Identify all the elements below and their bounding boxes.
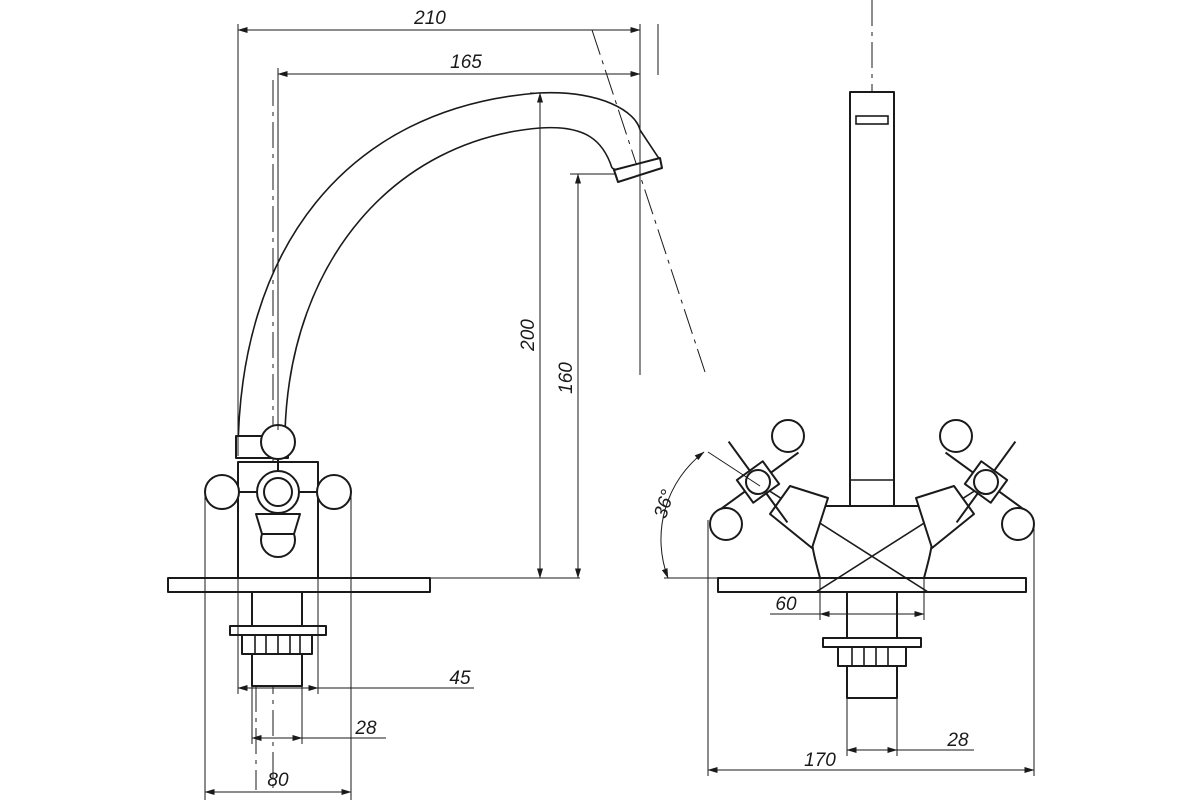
side-cross-handle	[204, 424, 352, 558]
spout-outer-profile	[237, 91, 641, 457]
front-nut	[837, 646, 907, 667]
dim-shank-side: 28	[354, 718, 377, 739]
spout-inner-profile	[284, 126, 613, 433]
front-view: 36° 60 28 170	[650, 0, 1035, 776]
front-deck-plate	[717, 577, 1027, 593]
front-body	[810, 505, 934, 579]
side-deck-plate	[167, 577, 431, 593]
dim-base-width-side: 45	[449, 668, 471, 689]
dim-reach-spout: 165	[450, 52, 482, 73]
dim-height-outlet: 160	[556, 362, 577, 394]
front-spout-column	[849, 91, 895, 507]
front-left-valve	[709, 419, 829, 549]
side-view: 210 165 200 160 45 28 80	[167, 8, 706, 800]
dim-reach-total: 210	[413, 8, 446, 29]
spout-stream-centerline	[591, 29, 706, 373]
side-washer	[229, 625, 327, 636]
dim-height-total: 200	[518, 319, 539, 352]
front-washer	[822, 637, 922, 648]
dim-handle-angle: 36°	[650, 487, 679, 521]
dim-overall-width-front: 170	[804, 750, 836, 771]
side-nut	[241, 634, 313, 655]
spout-aerator	[613, 157, 663, 183]
front-right-valve	[915, 419, 1035, 549]
dim-center-distance: 60	[775, 594, 797, 615]
dim-shank-front: 28	[946, 730, 969, 751]
dim-flange-width-side: 80	[267, 770, 289, 791]
